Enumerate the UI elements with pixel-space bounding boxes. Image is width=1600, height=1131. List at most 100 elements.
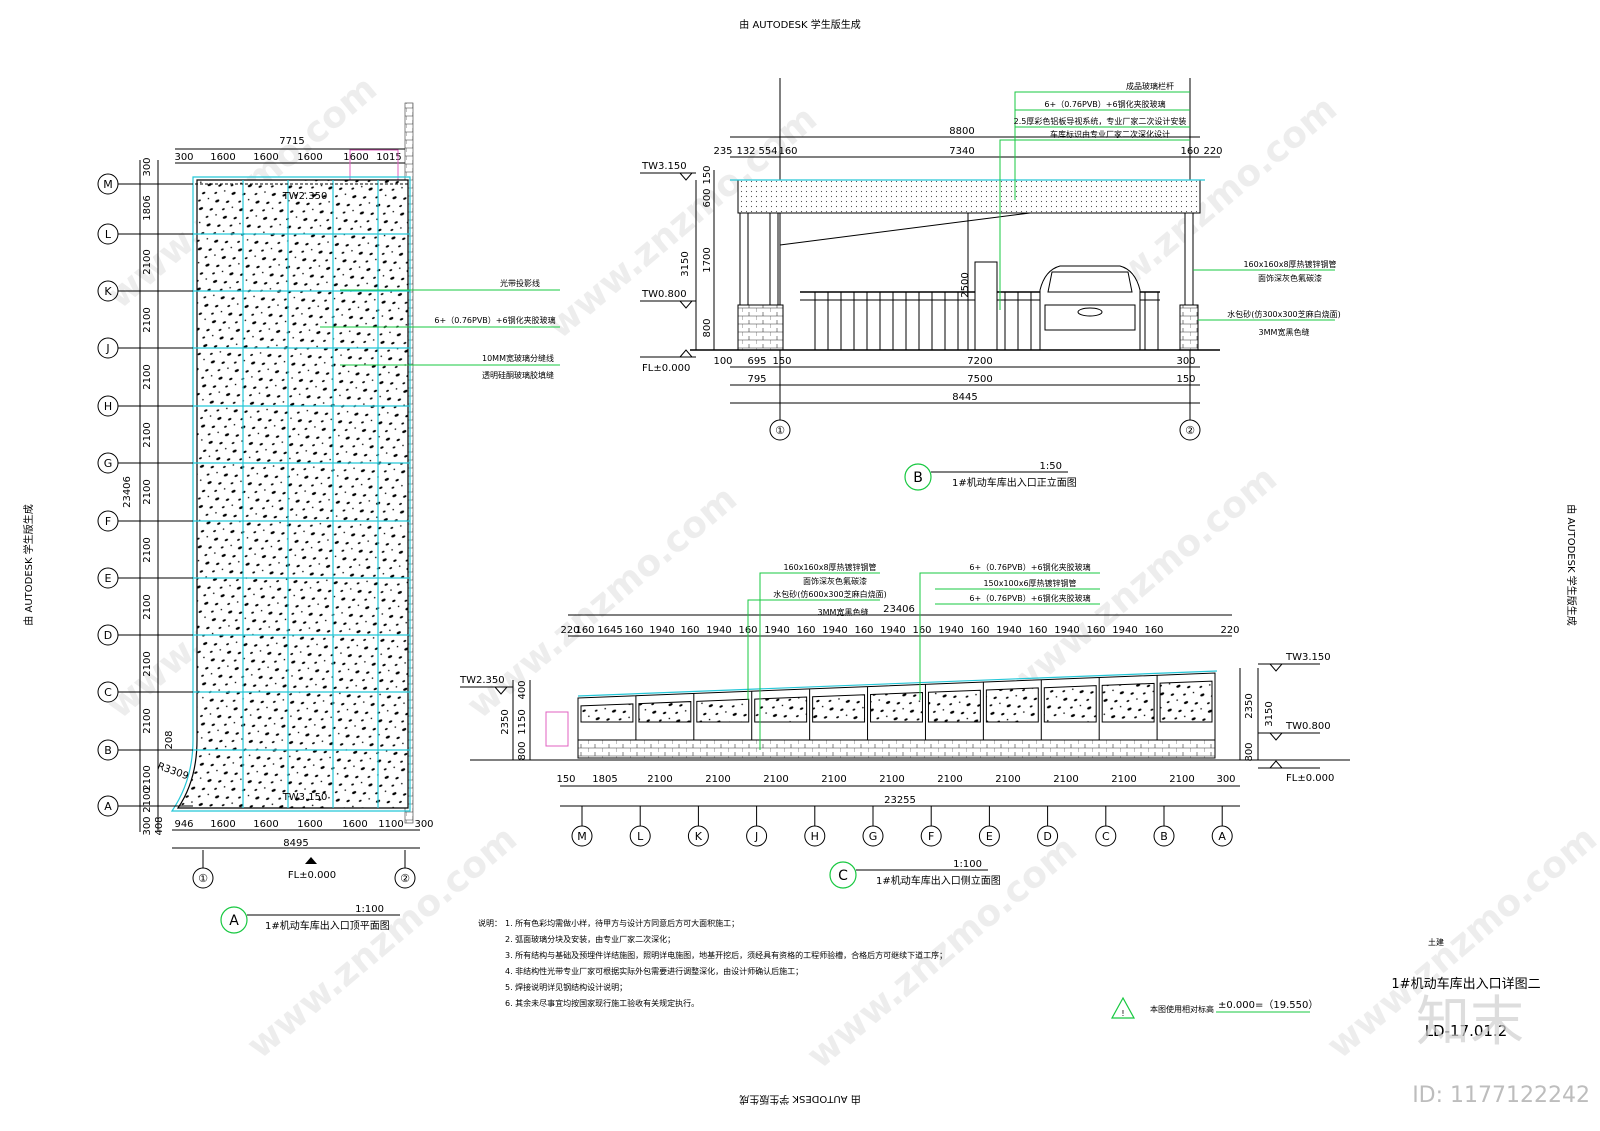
warning-icon-glyph: !	[1121, 1009, 1124, 1018]
svg-text:160x160x8厚热镀锌钢管: 160x160x8厚热镀锌钢管	[783, 562, 876, 572]
plan-top-dim: 1600	[297, 152, 322, 163]
glass-panel	[696, 698, 750, 723]
plan-top-dim: 1600	[253, 152, 278, 163]
svg-text:1940: 1940	[938, 625, 963, 636]
svg-text:成品玻璃栏杆: 成品玻璃栏杆	[1126, 81, 1174, 91]
svg-text:FL±0.000: FL±0.000	[1286, 773, 1334, 784]
axis-bubble-M: M	[97, 173, 193, 195]
elev-c-bottom-total: 23255	[884, 795, 916, 806]
elev-b-left-total: 3150	[680, 251, 691, 276]
drawing-title: 1#机动车库出入口详图二	[1391, 976, 1540, 992]
plan-scale: 1:100	[355, 904, 384, 915]
svg-text:600: 600	[702, 188, 713, 207]
elev-b-bottom-dims-2: 795 7500 150	[747, 374, 1195, 385]
plan-top-dim: 1600	[343, 152, 368, 163]
elev-c: 23406 220 160 1645 160 1940 160 1940 160…	[459, 562, 1350, 889]
svg-text:2100: 2100	[1169, 774, 1194, 785]
relative-elevation-note: ! 本图使用相对标高 ±0.000=（19.550）	[1110, 996, 1318, 1019]
svg-text:160: 160	[778, 146, 797, 157]
svg-text:D: D	[104, 629, 112, 642]
svg-text:150x100x6厚热镀锌钢管: 150x100x6厚热镀锌钢管	[983, 578, 1076, 588]
elev-c-left-dims: 400 1150 800	[517, 680, 528, 760]
axis-bubble-J: J	[746, 806, 768, 847]
svg-text:7500: 7500	[967, 374, 992, 385]
svg-text:695: 695	[747, 356, 766, 367]
plan-note: 10MM宽玻璃分缝线	[482, 353, 554, 363]
view-label-b: B 1:50 1#机动车库出入口正立面图	[904, 461, 1077, 491]
svg-text:2100: 2100	[705, 774, 730, 785]
axis-bubble-F: F	[97, 510, 193, 532]
svg-text:2100: 2100	[821, 774, 846, 785]
svg-text:TW0.800: TW0.800	[641, 289, 687, 300]
plan-top-dim: 300	[174, 152, 193, 163]
plan-left-dims: 300 1806 2100 2100 2100 2100 2100 2100 2…	[142, 157, 175, 835]
axis-bubble-B: B	[97, 739, 193, 761]
svg-text:1940: 1940	[649, 625, 674, 636]
plan-note: 透明硅酮玻璃胶填缝	[482, 370, 554, 380]
general-notes: 说明： 1. 所有色彩均需做小样，待甲方与设计方同意后方可大面积施工； 2. 弧…	[478, 918, 947, 1008]
svg-text:1940: 1940	[996, 625, 1021, 636]
svg-text:2100: 2100	[142, 249, 153, 274]
glass-panel	[927, 689, 981, 723]
glass-panel	[812, 694, 866, 723]
svg-text:1940: 1940	[1054, 625, 1079, 636]
svg-text:2100: 2100	[142, 422, 153, 447]
elev-b-left-dims: 150 600 1700 800	[702, 165, 713, 337]
plan-top-total: 7715	[279, 136, 304, 147]
elev-c-notes-right: 6+（0.76PVB）+6钢化夹胶玻璃 150x100x6厚热镀锌钢管 6+（0…	[919, 562, 1100, 700]
glass-panel	[1101, 682, 1155, 723]
svg-text:160: 160	[1144, 625, 1163, 636]
axis-label: K	[695, 830, 703, 843]
svg-text:面饰深灰色氟碳漆: 面饰深灰色氟碳漆	[803, 576, 867, 586]
svg-text:H: H	[104, 400, 112, 413]
elev-b: 8800 235 132 554 160 7340 160 220	[640, 78, 1341, 491]
axis-label: H	[811, 830, 819, 843]
view-label-a: A 1:100 1#机动车库出入口顶平面图	[220, 904, 400, 934]
svg-text:160: 160	[796, 625, 815, 636]
svg-text:G: G	[104, 457, 113, 470]
drawing-number: LD-17.01.2	[1425, 1022, 1508, 1040]
svg-text:160x160x8厚热镀锌钢管: 160x160x8厚热镀锌钢管	[1243, 259, 1336, 269]
brand-watermark: 知末	[1416, 990, 1524, 1053]
plan-level-bottom: TW3.150	[282, 792, 328, 803]
svg-text:150: 150	[772, 356, 791, 367]
svg-text:E: E	[105, 572, 112, 585]
svg-text:2100: 2100	[937, 774, 962, 785]
bottom-autodesk-label: 由 AUTODESK 学生版生成	[739, 1093, 860, 1106]
svg-text:2100: 2100	[763, 774, 788, 785]
elev-b-gate-post	[974, 261, 998, 351]
svg-text:2.5厚彩色铝板导视系统，专业厂家二次设计安装: 2.5厚彩色铝板导视系统，专业厂家二次设计安装	[1014, 116, 1187, 126]
svg-text:235: 235	[713, 146, 732, 157]
elev-b-base	[1179, 304, 1199, 351]
elev-c-glass-panels	[577, 675, 1213, 740]
axis-label: L	[637, 830, 644, 843]
elev-b-height: 2500	[960, 272, 971, 297]
svg-text:2100: 2100	[142, 594, 153, 619]
warning-icon	[1110, 996, 1136, 1019]
svg-text:800: 800	[702, 318, 713, 337]
axis-bubble-B: B	[1153, 806, 1175, 847]
note-item: 5. 焊接说明详见钢结构设计说明；	[505, 982, 627, 992]
plan-bottom-total: 8495	[283, 838, 308, 849]
axis-label: G	[869, 830, 878, 843]
axis-bubble-1: ①	[198, 872, 208, 885]
svg-text:1645: 1645	[597, 625, 622, 636]
elev-b-levels: TW3.150 TW0.800 FL±0.000	[640, 161, 696, 374]
svg-text:132: 132	[736, 146, 755, 157]
svg-text:2100: 2100	[1111, 774, 1136, 785]
svg-text:2100: 2100	[647, 774, 672, 785]
axis-bubble-C: C	[1095, 806, 1117, 847]
svg-text:2350: 2350	[1244, 693, 1255, 718]
elev-b-bottom-total: 8445	[952, 392, 977, 403]
plan-top-dim: 1600	[210, 152, 235, 163]
elev-b-notes-top: 成品玻璃栏杆 6+（0.76PVB）+6钢化夹胶玻璃 2.5厚彩色铝板导视系统，…	[999, 81, 1190, 310]
svg-text:6+（0.76PVB）+6钢化夹胶玻璃: 6+（0.76PVB）+6钢化夹胶玻璃	[969, 562, 1090, 572]
svg-text:1940: 1940	[822, 625, 847, 636]
elev-b-top-dims: 235 132 554 160 7340 160 220	[713, 146, 1222, 157]
axis-label: B	[1160, 830, 1168, 843]
axis-label: F	[928, 830, 934, 843]
axis-bubble-D: D	[97, 624, 193, 646]
svg-text:1940: 1940	[706, 625, 731, 636]
svg-text:160: 160	[1180, 146, 1199, 157]
axis-bubble-C: C	[97, 681, 193, 703]
